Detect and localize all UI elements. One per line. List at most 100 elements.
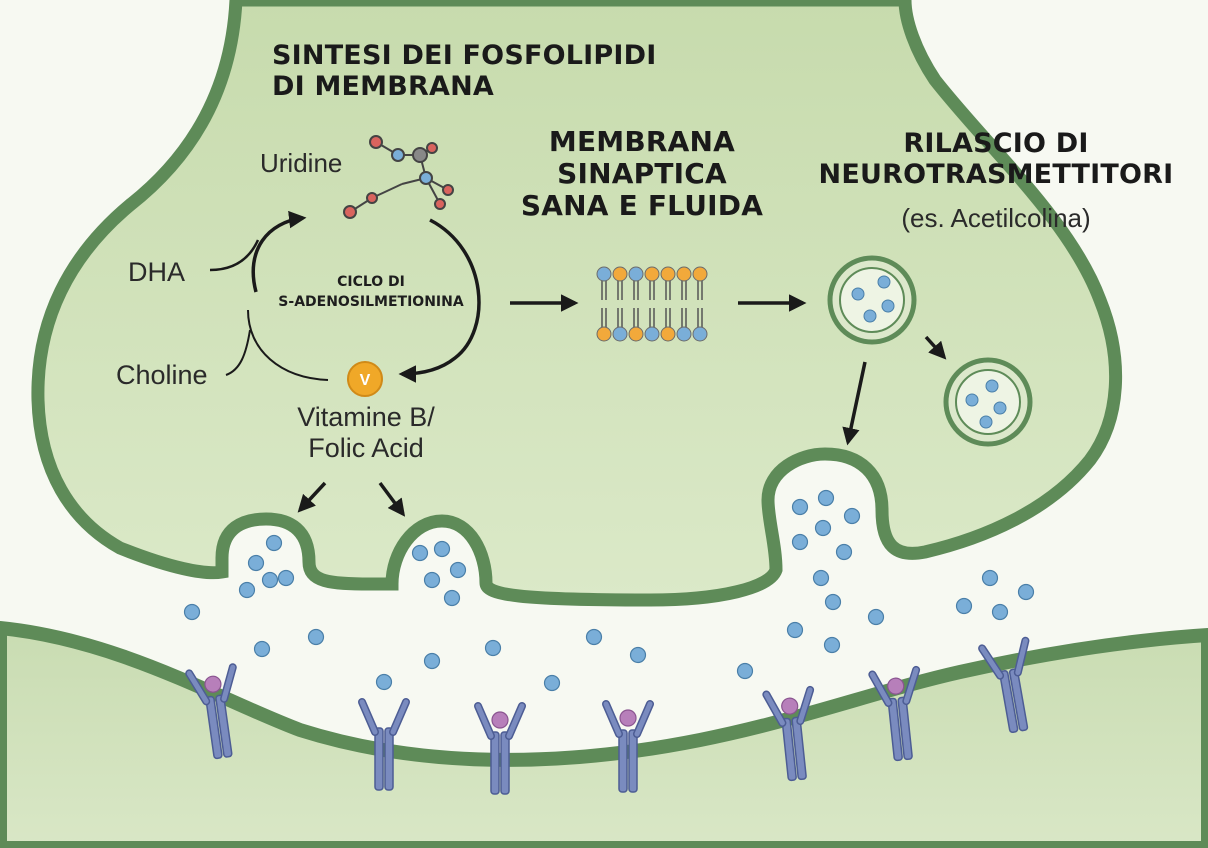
release-title-line1: RILASCIO DI <box>903 128 1089 159</box>
vitamin-label-line2: Folic Acid <box>308 433 424 464</box>
cycle-arc-top <box>251 210 307 293</box>
neurotransmitter-dot <box>843 507 861 525</box>
cycle-label: CICLO DI S-ADENOSILMETIONINA <box>236 272 506 313</box>
cycle-label-line2: S-ADENOSILMETIONINA <box>278 294 464 311</box>
bound-ligand <box>619 709 637 727</box>
phospholipid-head <box>676 326 692 342</box>
neurotransmitter-dot <box>991 603 1009 621</box>
neurotransmitter-dot <box>791 498 809 516</box>
receptor-icon <box>602 700 654 793</box>
phospholipid-head <box>644 266 660 282</box>
receptor-icon <box>185 663 237 760</box>
neurotransmitter-dot <box>183 603 201 621</box>
neurotransmitter-molecules <box>183 489 1035 692</box>
vesicle-release-source <box>827 255 917 345</box>
neurotransmitter-dot <box>1017 583 1035 601</box>
phospholipid-head <box>660 266 676 282</box>
choline-label: Choline <box>116 360 208 390</box>
membrane-title: MEMBRANA SINAPTICA SANA E FLUIDA <box>512 125 772 223</box>
neurotransmitter-dot <box>261 571 279 589</box>
vitamin-label-line1: Vitamine B/ <box>297 402 435 432</box>
receptor-icon <box>978 636 1030 734</box>
vitamin-badge-icon <box>347 361 383 397</box>
neurotransmitter-dot <box>423 571 441 589</box>
bound-ligand <box>781 697 799 715</box>
phospholipid-bilayer <box>596 266 708 342</box>
postsynaptic-receptors <box>185 636 1030 795</box>
arrow-vesicle-diagonal <box>924 335 947 360</box>
phospholipid-head <box>628 326 644 342</box>
vitamin-badge-letter: V <box>360 372 371 389</box>
neurotransmitter-dot <box>812 569 830 587</box>
phospholipid-head <box>596 326 612 342</box>
receptor-icon <box>358 698 410 791</box>
vitamin-label: Vitamine B/ Folic Acid <box>266 402 466 464</box>
neurotransmitter-dot <box>786 621 804 639</box>
neurotransmitter-dot <box>375 673 393 691</box>
dha-label: DHA <box>128 257 186 287</box>
neurotransmitter-dot <box>484 639 502 657</box>
cycle-arc-left <box>247 309 329 381</box>
neurotransmitter-dot <box>814 519 832 537</box>
phospholipid-head <box>644 326 660 342</box>
neurotransmitter-dot <box>955 597 973 615</box>
neurotransmitter-dot <box>449 561 467 579</box>
neurotransmitter-dot <box>823 636 841 654</box>
neurotransmitter-dot <box>736 662 754 680</box>
phospholipid-head <box>628 266 644 282</box>
neurotransmitter-dot <box>277 569 295 587</box>
receptor-icon <box>762 685 815 782</box>
arrow-vesicle-down <box>842 361 867 446</box>
receptor-icon <box>868 665 921 762</box>
uridine-molecule <box>343 135 454 219</box>
neurotransmitter-dot <box>981 569 999 587</box>
neurotransmitter-dot <box>835 543 853 561</box>
choline-connector <box>225 329 251 376</box>
neurotransmitter-dot <box>629 646 647 664</box>
neurotransmitter-dot <box>867 608 885 626</box>
neurotransmitter-dot <box>411 544 429 562</box>
neurotransmitter-dot <box>824 593 842 611</box>
postsynaptic-neuron <box>0 620 1208 848</box>
membrane-title-line2: SINAPTICA <box>557 157 727 191</box>
membrane-title-line3: SANA E FLUIDA <box>520 189 764 223</box>
arrow-vitamin-left <box>297 481 327 513</box>
cycle-label-line1: CICLO DI <box>337 274 405 290</box>
neurotransmitter-dot <box>247 554 265 572</box>
phospholipid-head <box>692 326 708 342</box>
bound-ligand <box>204 675 222 693</box>
cycle-arc-right <box>398 218 481 383</box>
bound-ligand <box>887 677 905 695</box>
phospholipid-head <box>596 266 612 282</box>
neurotransmitter-dot <box>307 628 325 646</box>
uridine-label: Uridine <box>260 148 343 178</box>
phospholipid-head <box>692 266 708 282</box>
dha-connector <box>209 239 260 272</box>
neurotransmitter-dot <box>791 533 809 551</box>
neurotransmitter-dot <box>543 674 561 692</box>
synthesis-title: SINTESI DEI FOSFOLIPIDI DI MEMBRANA <box>272 40 657 102</box>
release-title: RILASCIO DI NEUROTRASMETTITORI <box>796 128 1196 190</box>
neurotransmitter-dot <box>423 652 441 670</box>
synthesis-title-line2: DI MEMBRANA <box>272 71 494 103</box>
neurotransmitter-dot <box>817 489 835 507</box>
receptor-icon <box>474 702 526 795</box>
phospholipid-head <box>660 326 676 342</box>
phospholipid-head <box>612 326 628 342</box>
bound-ligand <box>491 711 509 729</box>
membrane-title-line1: MEMBRANA <box>548 125 736 158</box>
arrow-vitamin-right <box>378 481 406 517</box>
neurotransmitter-dot <box>443 589 461 607</box>
neurotransmitter-dot <box>265 534 283 552</box>
neurotransmitter-dot <box>585 628 603 646</box>
neurotransmitter-dot <box>238 581 256 599</box>
neurotransmitter-dot <box>433 540 451 558</box>
phospholipid-head <box>612 266 628 282</box>
synthesis-title-line1: SINTESI DEI FOSFOLIPIDI <box>272 40 657 71</box>
phospholipid-head <box>676 266 692 282</box>
release-subtitle: (es. Acetilcolina) <box>901 203 1091 233</box>
release-title-line2: NEUROTRASMETTITORI <box>818 159 1174 191</box>
neurotransmitter-dot <box>253 640 271 658</box>
